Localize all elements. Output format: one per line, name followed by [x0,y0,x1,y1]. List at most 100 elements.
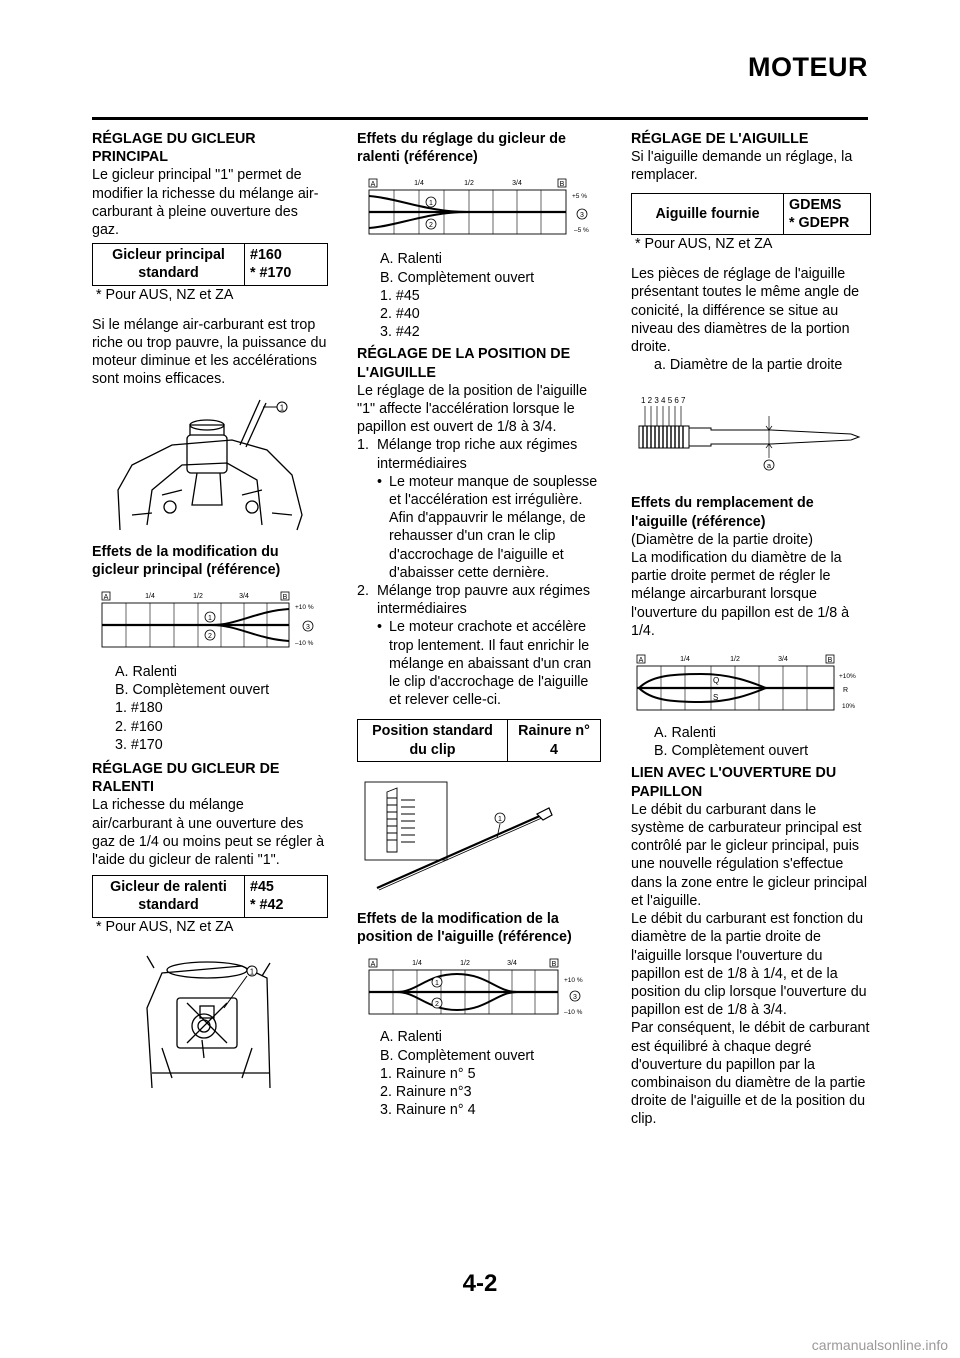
throttle-heading: LIEN AVEC L'OUVERTURE DU PAPILLON [631,765,837,800]
spec-value: #45 * #42 [244,875,328,918]
graph-curve-2: 2 [429,222,433,229]
pilot-graph-legend: A. Ralenti B. Complètement ouvert 1. #45… [357,250,601,341]
tick-1-2: 1/2 [193,593,203,600]
pilot-jet-intro: La richesse du mélange air/carburant à u… [92,797,325,869]
spec-label: Position standard du clip [357,719,508,762]
legend-item: 2. #160 [115,718,163,735]
needle-body: Les pièces de réglage de l'aiguille prés… [631,266,860,356]
throttle-p2: Le débit du carburant est fonction du di… [631,911,867,1019]
spec-note: * Pour AUS, NZ et ZA [635,236,773,253]
page-number: 4-2 [462,1270,498,1297]
list-text: Mélange trop riche aux régimes intermédi… [377,437,578,472]
graph-b-label: B [283,594,288,601]
tick-3-4: 3/4 [778,656,788,663]
needle-position-intro: Le réglage de la position de l'aiguille … [357,382,588,436]
position-graph-legend: A. Ralenti B. Complètement ouvert 1. Rai… [357,1028,601,1119]
graph-curve-s: S [713,693,718,702]
tick-1-4: 1/4 [145,593,155,600]
needle-legend: a. Diamètre de la partie droite [631,356,871,374]
legend-item: 3. #170 [115,736,163,753]
spec-label: Gicleur de ralenti standard [92,875,245,918]
needle-position-heading: RÉGLAGE DE LA POSITION DE L'AIGUILLE [357,346,571,381]
main-jet-intro: Le gicleur principal "1" permet de modif… [92,167,319,239]
main-jet-body: Si le mélange air-carburant est trop ric… [92,316,327,388]
graph-plus-10: +10 % [564,977,583,984]
pilot-jet-effect-graph: A B 1/4 1/2 3/4 1 2 3 +5 % –5 % [368,179,589,235]
legend-item: 3. Rainure n° 4 [380,1102,476,1119]
bullet-dot: • [377,619,383,636]
tick-1-2: 1/2 [460,960,470,967]
bullet-item: • Le moteur manque de souplesse et l'acc… [377,473,601,582]
spec-note: * Pour AUS, NZ et ZA [96,918,234,935]
callout-1: 1 [498,816,502,823]
graph-plus-10: +10 % [295,604,314,611]
spec-value-1: GDEMS [789,196,842,213]
replace-graph-body: La modification du diamètre de la partie… [631,550,850,639]
spec-label: Gicleur principal standard [92,243,245,286]
graph-curve-1: 1 [435,980,439,987]
graph-minus-5: –5 % [574,227,589,234]
spec-value-2: * GDEPR [789,214,850,231]
spec-label: Aiguille fournie [631,192,784,236]
graph-curve-r: R [843,687,848,694]
needle-groove-numbers: 1 2 3 4 5 6 7 [641,396,686,405]
column-right: RÉGLAGE DE L'AIGUILLE Si l'aiguille dema… [631,130,871,1129]
spec-value: Rainure n° 4 [507,719,601,762]
tick-1-2: 1/2 [464,180,474,187]
needle-clip-illustration: 1 [364,781,553,891]
graph-curve-2: 2 [208,633,212,640]
legend-item: 2. Rainure n°3 [380,1083,472,1100]
legend-item: 2. #40 [380,306,420,323]
replace-graph-subtitle: (Diamètre de la partie droite) [631,531,813,548]
list-num: 1. [357,437,369,454]
pilot-graph-title: Effets du réglage du gicleur de ralenti … [357,131,566,166]
legend-item: A. Ralenti [115,664,177,681]
bullet-text: Le moteur manque de souplesse et l'accél… [389,473,598,581]
legend-item: 1. #45 [380,287,420,304]
callout-a: a [767,461,772,470]
legend-item: B. Complètement ouvert [380,1047,535,1064]
graph-curve-3: 3 [580,212,584,219]
pilot-jet-spec-table: Gicleur de ralenti standard #45 * #42 [92,875,328,918]
legend-item: 1. Rainure n° 5 [380,1065,476,1082]
main-jet-graph-title: Effets de la modification du gicleur pri… [92,543,281,578]
throttle-p3: Par conséquent, le débit de carburant es… [631,1020,870,1128]
main-jet-spec-table: Gicleur principal standard #160 * #170 [92,243,328,286]
main-jet-graph-legend: A. Ralenti B. Complètement ouvert 1. #18… [92,663,328,754]
needle-diameter-illustration: 1 2 3 4 5 6 7 a [638,396,861,471]
list-item: 2. Mélange trop pauvre aux régimes inter… [357,582,601,618]
throttle-p1: Le débit du carburant dans le système de… [631,801,868,909]
clip-position-spec-table: Position standard du clip Rainure n° 4 [357,719,601,762]
page-header-title: MOTEUR [748,52,868,82]
graph-a-label: A [371,961,376,968]
spec-value-2: * #170 [250,265,292,282]
column-middle: Effets du réglage du gicleur de ralenti … [357,130,601,1119]
tick-3-4: 3/4 [507,960,517,967]
main-jet-effect-graph: A B 1/4 1/2 3/4 1 2 3 +10 % –10 % [101,591,314,648]
legend-item: B. Complètement ouvert [115,682,270,699]
legend-item: B. Complètement ouvert [380,269,535,286]
replace-graph-legend: A. Ralenti B. Complètement ouvert [631,724,871,760]
list-num: 2. [357,583,369,600]
bullet-text: Le moteur crachote et accélère trop lent… [389,619,592,709]
tick-3-4: 3/4 [512,180,522,187]
legend-item: 3. #42 [380,324,420,341]
needle-position-effect-graph: A B 1/4 1/2 3/4 1 2 3 +10 % –10 % [368,958,583,1016]
spec-value-1: #160 [250,247,282,264]
position-graph-title: Effets de la modification de la position… [357,910,572,946]
spec-value-1: Rainure n° [518,723,590,740]
graph-curve-3: 3 [573,994,577,1001]
legend-item: A. Ralenti [380,1029,442,1046]
graph-a-label: A [371,181,376,188]
needle-position-list: 1. Mélange trop riche aux régimes interm… [357,436,601,709]
graph-plus-5: +5 % [572,193,587,200]
graph-b-label: B [552,961,557,968]
graph-b-label: B [828,657,833,664]
carburetor-main-jet-illustration: 1 [117,399,303,530]
graph-a-label: A [639,657,644,664]
needle-spec-table: Aiguille fournie GDEMS * GDEPR [631,192,871,236]
callout-1: 1 [250,967,255,976]
needle-heading: RÉGLAGE DE L'AIGUILLE [631,131,809,147]
graph-curve-2: 2 [435,1001,439,1008]
legend-item: A. Ralenti [654,725,716,742]
